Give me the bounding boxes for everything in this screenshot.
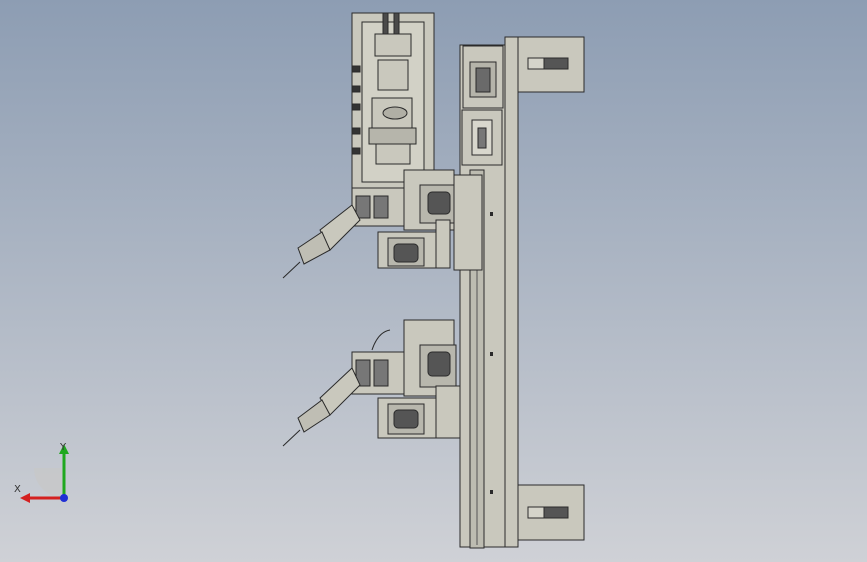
x-axis-arrowhead bbox=[20, 493, 30, 503]
triad-plane-shading bbox=[34, 468, 64, 498]
top-motor bbox=[462, 45, 504, 109]
linear-rail bbox=[459, 36, 519, 549]
upper-column bbox=[351, 12, 435, 189]
mount-block-top bbox=[517, 36, 585, 93]
x-axis-label: X bbox=[14, 484, 21, 495]
y-axis-arrowhead bbox=[59, 444, 69, 454]
rail-carriage bbox=[490, 212, 493, 494]
z-axis-dot bbox=[60, 494, 68, 502]
lower-gripper-assembly bbox=[282, 319, 461, 447]
y-axis-label: Y bbox=[59, 442, 67, 453]
coordinate-triad: Y X bbox=[14, 442, 69, 503]
upper-gripper-assembly bbox=[282, 169, 483, 279]
mount-block-bottom bbox=[517, 484, 585, 541]
